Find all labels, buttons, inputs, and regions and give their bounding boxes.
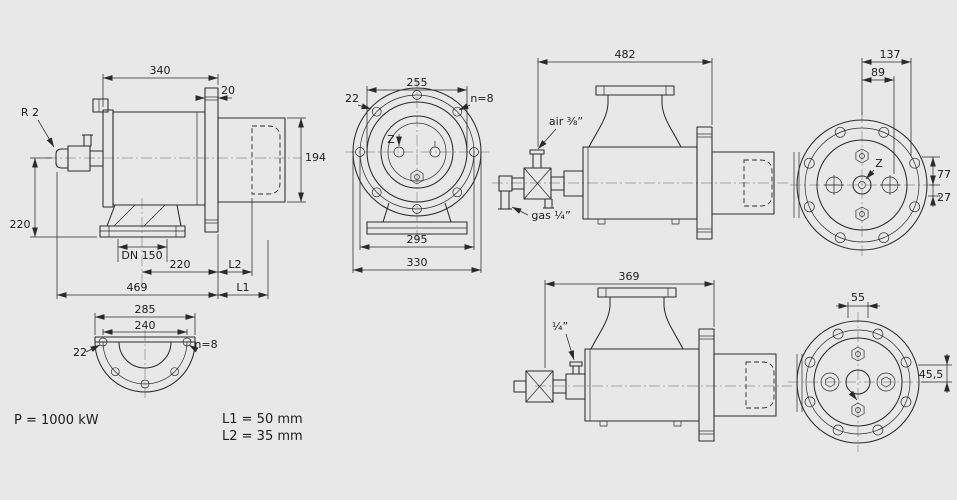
air-inlet-flange-top — [588, 85, 682, 148]
gas-connection-label: gas ¼” — [531, 209, 570, 222]
center-details — [820, 346, 896, 418]
burner-body — [584, 348, 700, 427]
dim-27-label: 27 — [937, 191, 951, 204]
l2-note: L2 = 35 mm — [222, 429, 303, 444]
bolt-circle — [804, 127, 920, 243]
view-side-air-gas: air ⅜” gas ¼” 482 — [492, 48, 790, 240]
view-rear-bottom-dimensions: 55 45,5 — [836, 291, 952, 393]
electrode-hex — [410, 169, 424, 185]
quarter-connection-label: ¼” — [552, 320, 568, 333]
half-flange-outline — [94, 336, 196, 393]
dim-295-label: 295 — [407, 233, 428, 246]
dim-137-label: 137 — [880, 48, 901, 61]
dim-255-label: 255 — [407, 76, 428, 89]
view-front-dimensions: 255 22 n=8 295 330 — [345, 76, 494, 273]
dim-285-label: 285 — [135, 303, 156, 316]
raised-face-circle — [813, 337, 903, 427]
dim-220-left-label: 220 — [10, 218, 31, 231]
tube-circle — [380, 115, 454, 189]
dim-89-label: 89 — [871, 66, 885, 79]
view-side-main: 340 20 R 2 220 194 DN 150 220 L2 — [10, 64, 326, 299]
view-half-flange: 285 240 22 n=8 — [73, 303, 218, 398]
air-leader — [537, 128, 557, 150]
dim-l2-label: L2 — [228, 258, 241, 271]
air-connection-label: air ⅜” — [549, 115, 583, 128]
view-half-flange-dimensions: 285 240 22 n=8 — [73, 303, 218, 359]
dim-22-front-label: 22 — [345, 92, 359, 105]
orientation-arrow — [848, 390, 858, 401]
view-side-main-dimensions: 340 20 R 2 220 194 DN 150 220 L2 — [10, 64, 326, 299]
ignition-plug — [92, 98, 109, 113]
burner-head — [217, 117, 286, 203]
z-mark-rear-arrow — [865, 169, 875, 180]
view-air-gas-dimensions: 482 — [537, 48, 713, 147]
center-details — [824, 148, 900, 222]
bolt-holes — [804, 328, 912, 436]
burner-head — [711, 151, 775, 215]
quarter-leader — [565, 333, 575, 361]
dim-20-label: 20 — [221, 84, 235, 97]
dim-240-label: 240 — [135, 319, 156, 332]
view-side-bottom-dimensions: 369 — [544, 270, 715, 368]
gas-valve-train — [498, 149, 584, 210]
mounting-flange — [204, 87, 219, 233]
air-port — [529, 149, 545, 155]
dim-469-label: 469 — [127, 281, 148, 294]
nozzle-details — [393, 141, 441, 185]
dim-22-half-label: 22 — [73, 346, 87, 359]
flange-outer-circle — [796, 320, 920, 444]
pilot-gas-port — [569, 361, 583, 367]
bolt-circle — [359, 94, 475, 210]
air-inlet-elbow — [99, 204, 186, 238]
dim-482-label: 482 — [615, 48, 636, 61]
bolt-count-half-label: n=8 — [194, 338, 217, 351]
raised-face-circle — [816, 139, 908, 231]
flange-outer-circle — [796, 119, 928, 251]
dim-220-bottom-label: 220 — [170, 258, 191, 271]
bolt-holes — [98, 337, 192, 389]
pilot-valve-assembly — [55, 134, 104, 172]
mounting-flange — [698, 328, 715, 442]
bolt-circle — [805, 329, 911, 435]
bolt-count-front-label: n=8 — [470, 92, 493, 105]
dim-340-label: 340 — [150, 64, 171, 77]
dim-330-label: 330 — [407, 256, 428, 269]
burner-body — [92, 98, 206, 208]
dim-l1-label: L1 — [236, 281, 249, 294]
gas-leader — [511, 206, 529, 216]
bore-circle — [387, 122, 447, 182]
view-rear-bottom: 55 45,5 — [788, 291, 952, 452]
hidden-head-contour — [251, 125, 281, 195]
z-mark-front-label: Z — [387, 133, 395, 146]
burner-head — [713, 353, 777, 417]
dim-77-label: 77 — [937, 168, 951, 181]
dim-55-label: 55 — [851, 291, 865, 304]
dim-369-label: 369 — [619, 270, 640, 283]
dim-194-label: 194 — [305, 151, 326, 164]
view-rear-top: Z 137 89 77 27 — [790, 48, 951, 258]
raised-face-circle — [366, 101, 468, 203]
dn150-flange — [99, 225, 186, 238]
z-mark-rear-label: Z — [875, 157, 883, 170]
view-front-flange: Z 255 22 n=8 295 330 — [345, 76, 494, 273]
dim-dn150-label: DN 150 — [121, 249, 162, 262]
l1-note: L1 = 50 mm — [222, 412, 303, 427]
gas-valve-train — [513, 361, 586, 403]
view-rear-top-dimensions: 137 89 77 27 — [861, 48, 951, 207]
burner-body — [582, 146, 698, 225]
hidden-head-contour — [743, 159, 773, 207]
notes: P = 1000 kW L1 = 50 mm L2 = 35 mm — [14, 412, 303, 444]
radius-r2-label: R 2 — [21, 106, 39, 119]
mounting-foot — [366, 202, 468, 235]
power-note: P = 1000 kW — [14, 413, 99, 428]
view-side-bottom: ¼” 369 — [513, 270, 792, 442]
bolt-holes — [803, 126, 921, 244]
hidden-head-contour — [745, 361, 775, 409]
dim-45-5-label: 45,5 — [919, 368, 944, 381]
air-inlet-flange-top — [590, 287, 684, 350]
